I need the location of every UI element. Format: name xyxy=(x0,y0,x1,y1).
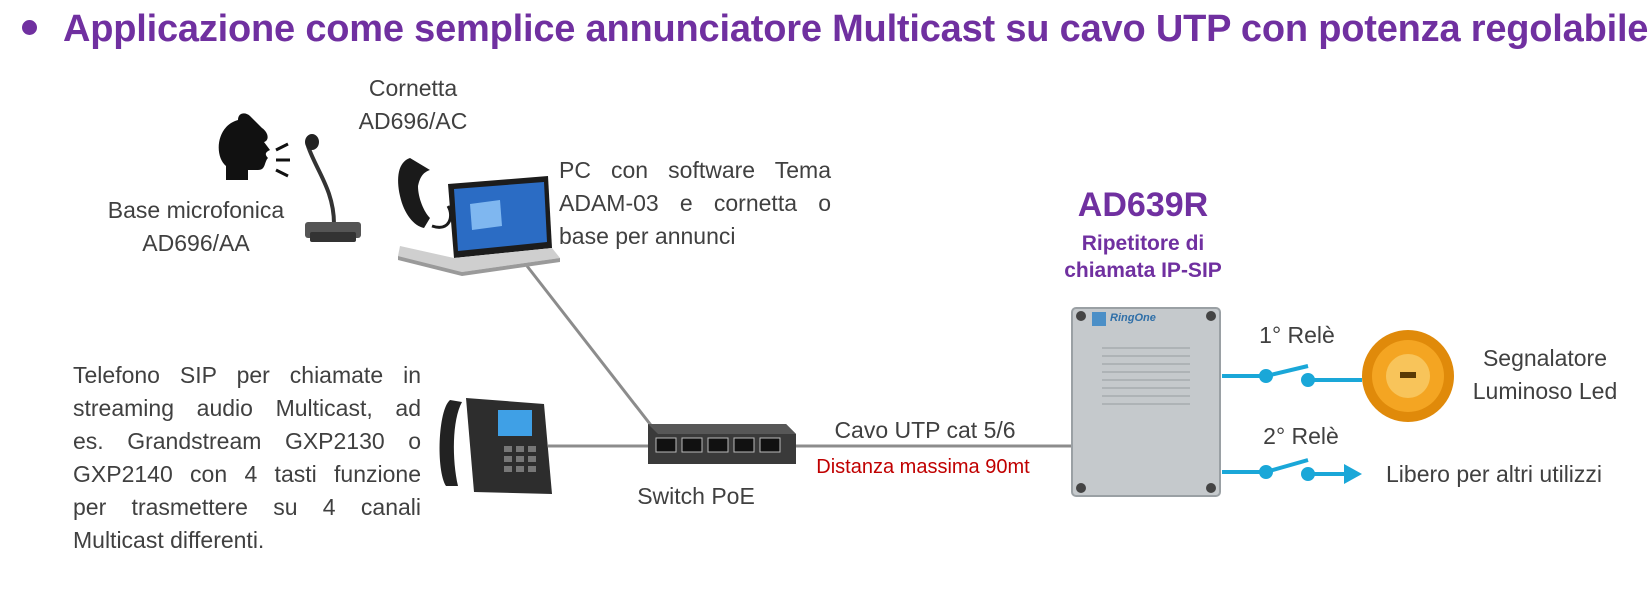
beacon-label: Segnalatore Luminoso Led xyxy=(1472,345,1618,404)
device-name: AD639R xyxy=(1077,186,1209,224)
repeater-box-icon xyxy=(1071,307,1221,497)
brand-logo: RingOne xyxy=(1110,312,1156,324)
handset-label: Cornetta AD696/AC xyxy=(358,75,468,134)
switch-label: Switch PoE xyxy=(637,483,755,509)
free-use-label: Libero per altri utilizzi xyxy=(1386,461,1603,487)
laptop-icon xyxy=(398,176,560,276)
sip-phone-label: Telefono SIP per chiamate in streaming a… xyxy=(73,362,421,553)
beacon-icon xyxy=(1362,330,1454,422)
handset-icon xyxy=(398,158,453,229)
ip-phone-icon xyxy=(439,398,552,494)
relay-switch-icon xyxy=(1222,364,1362,387)
relay2-label: 2° Relè xyxy=(1263,423,1339,449)
speaking-head-icon xyxy=(218,113,290,180)
poe-switch-icon xyxy=(648,424,796,464)
distance-label: Distanza massima 90mt xyxy=(816,456,1030,478)
relay1-label: 1° Relè xyxy=(1259,322,1335,348)
pc-label: PC con software Tema ADAM-03 e cornetta … xyxy=(559,157,831,249)
microphone-base-label: Base microfonica AD696/AA xyxy=(107,197,285,256)
laptop-switch-cable xyxy=(525,265,666,443)
cable-label: Cavo UTP cat 5/6 xyxy=(834,417,1016,443)
device-subtitle: Ripetitore di chiamata IP-SIP xyxy=(1064,232,1222,282)
title-text: Applicazione come semplice annunciatore … xyxy=(63,8,1649,50)
arrow-icon xyxy=(1344,464,1362,484)
relay-switch-icon xyxy=(1222,458,1346,481)
gooseneck-microphone-icon xyxy=(305,134,361,242)
page-title: Applicazione come semplice annunciatore … xyxy=(22,8,1648,51)
bullet-icon xyxy=(22,20,37,36)
